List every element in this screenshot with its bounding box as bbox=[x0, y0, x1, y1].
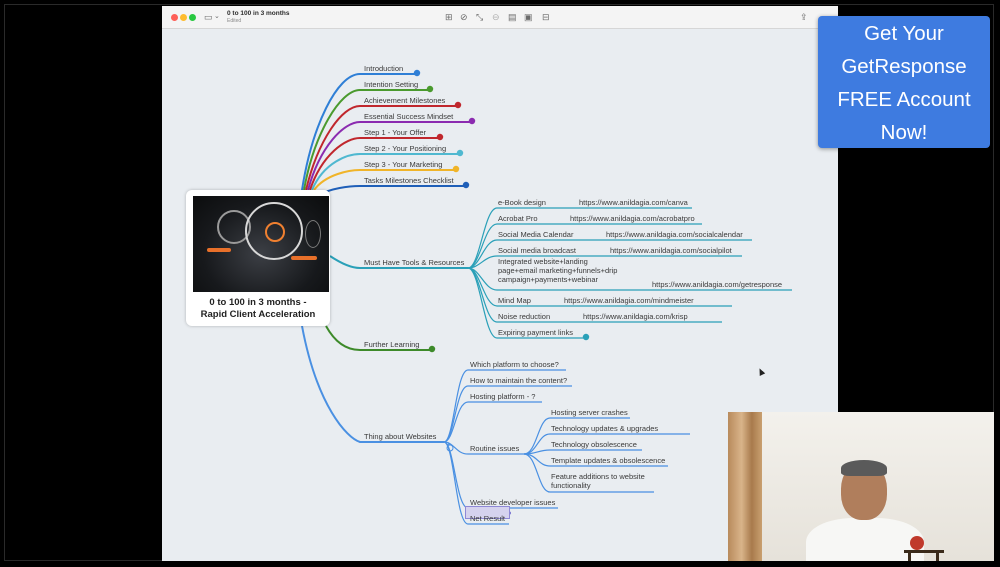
central-title-line1: 0 to 100 in 3 months - bbox=[209, 297, 307, 308]
promo-line3: FREE Account bbox=[837, 88, 971, 111]
mindmap-connectors bbox=[301, 69, 792, 525]
promo-line4: Now! bbox=[880, 121, 928, 144]
website-maintain-content[interactable]: How to maintain the content? bbox=[470, 376, 568, 385]
connect-icon[interactable]: ⤡ bbox=[476, 12, 484, 22]
layout-icon[interactable]: ⊟ bbox=[542, 12, 550, 22]
presenter-hair bbox=[841, 460, 887, 476]
document-title: 0 to 100 in 3 months bbox=[227, 10, 290, 17]
routine-technology-updates[interactable]: Technology updates & upgrades bbox=[551, 424, 659, 433]
speedometer-image bbox=[193, 196, 329, 292]
website-which-platform[interactable]: Which platform to choose? bbox=[470, 360, 559, 369]
share-icon[interactable]: ⇪ bbox=[800, 12, 808, 22]
undo-icon[interactable]: ⊖ bbox=[492, 12, 500, 22]
zoom-window-button[interactable] bbox=[189, 14, 196, 21]
sidebar-icon[interactable]: ▭ bbox=[204, 12, 213, 22]
tool-expiring-payment-links[interactable]: Expiring payment links bbox=[498, 328, 574, 337]
tool-mind-map-link[interactable]: https://www.anildagia.com/mindmeister bbox=[564, 296, 694, 305]
window-titlebar: ▭ ⌄ 0 to 100 in 3 months Edited ⊞ ⊘ ⤡ ⊖ … bbox=[162, 6, 838, 29]
branch-step3-marketing[interactable]: Step 3 - Your Marketing bbox=[364, 160, 443, 169]
tool-ebook-design-link[interactable]: https://www.anildagia.com/canva bbox=[579, 198, 688, 207]
promo-line2: GetResponse bbox=[841, 55, 967, 78]
tool-integrated-website-link[interactable]: https://www.anildagia.com/getresponse bbox=[652, 280, 783, 289]
branch-introduction[interactable]: Introduction bbox=[364, 64, 404, 73]
tool-ebook-design[interactable]: e-Book design bbox=[498, 198, 546, 207]
expand-plus-icon[interactable]: + bbox=[446, 440, 451, 449]
tool-noise-reduction-link[interactable]: https://www.anildagia.com/krisp bbox=[583, 312, 688, 321]
image-icon[interactable]: ▣ bbox=[524, 12, 533, 22]
routine-hosting-crashes[interactable]: Hosting server crashes bbox=[551, 408, 628, 417]
routine-feature-additions[interactable]: Feature additions to website functionali… bbox=[551, 472, 645, 490]
central-title-line2: Rapid Client Acceleration bbox=[200, 309, 316, 320]
document-icon[interactable]: ▤ bbox=[508, 12, 517, 22]
tool-acrobat-pro-link[interactable]: https://www.anildagia.com/acrobatpro bbox=[570, 214, 695, 223]
branch-intention-setting[interactable]: Intention Setting bbox=[364, 80, 419, 89]
branch-tasks-milestones-checklist[interactable]: Tasks Milestones Checklist bbox=[364, 176, 454, 185]
zoom-icon[interactable]: ⊞ bbox=[445, 12, 453, 22]
decor-shelf bbox=[904, 524, 944, 561]
tool-social-media-calendar[interactable]: Social Media Calendar bbox=[498, 230, 574, 239]
promo-line1: Get Your bbox=[864, 22, 944, 45]
presenter-body bbox=[806, 518, 924, 561]
tool-social-media-broadcast-link[interactable]: https://www.anildagia.com/socialpilot bbox=[610, 246, 732, 255]
curtain bbox=[728, 412, 762, 561]
presenter-webcam bbox=[728, 412, 994, 561]
website-routine-issues[interactable]: Routine issues bbox=[470, 444, 520, 453]
tool-mind-map[interactable]: Mind Map bbox=[498, 296, 531, 305]
tool-noise-reduction[interactable]: Noise reduction bbox=[498, 312, 551, 321]
routine-template-updates[interactable]: Template updates & obsolescence bbox=[551, 456, 666, 465]
net-result-selection[interactable] bbox=[465, 506, 510, 519]
branch-further-learning[interactable]: Further Learning bbox=[364, 340, 420, 349]
central-topic[interactable]: 0 to 100 in 3 months - Rapid Client Acce… bbox=[186, 190, 330, 326]
central-topic-title: 0 to 100 in 3 months - Rapid Client Acce… bbox=[186, 297, 330, 321]
minimize-window-button[interactable] bbox=[180, 14, 187, 21]
chevron-down-icon[interactable]: ⌄ bbox=[214, 13, 220, 20]
tool-social-media-broadcast[interactable]: Social media broadcast bbox=[498, 246, 576, 255]
document-status: Edited bbox=[227, 18, 242, 24]
branch-thing-about-websites[interactable]: Thing about Websites bbox=[364, 432, 437, 441]
branch-achievement-milestones[interactable]: Achievement Milestones bbox=[364, 96, 446, 105]
website-developer-issues[interactable]: Website developer issues bbox=[470, 498, 556, 507]
routine-technology-obsolescence[interactable]: Technology obsolescence bbox=[551, 440, 637, 449]
mindmap-app-window: ▭ ⌄ 0 to 100 in 3 months Edited ⊞ ⊘ ⤡ ⊖ … bbox=[162, 6, 838, 561]
website-net-result[interactable]: Net Result bbox=[470, 514, 506, 523]
getresponse-promo-banner[interactable]: Get Your GetResponse FREE Account Now! bbox=[818, 16, 990, 148]
close-window-button[interactable] bbox=[171, 14, 178, 21]
tool-acrobat-pro[interactable]: Acrobat Pro bbox=[498, 214, 538, 223]
tool-social-media-calendar-link[interactable]: https://www.anildagia.com/socialcalendar bbox=[606, 230, 743, 239]
website-hosting-platform[interactable]: Hosting platform - ? bbox=[470, 392, 536, 401]
branch-step1-offer[interactable]: Step 1 - Your Offer bbox=[364, 128, 426, 137]
tool-integrated-website[interactable]: Integrated website+landing page+email ma… bbox=[498, 257, 618, 284]
check-icon[interactable]: ⊘ bbox=[460, 12, 468, 22]
branch-step2-positioning[interactable]: Step 2 - Your Positioning bbox=[364, 144, 447, 153]
branch-essential-success-mindset[interactable]: Essential Success Mindset bbox=[364, 112, 454, 121]
branch-must-have-tools[interactable]: Must Have Tools & Resources bbox=[364, 258, 465, 267]
